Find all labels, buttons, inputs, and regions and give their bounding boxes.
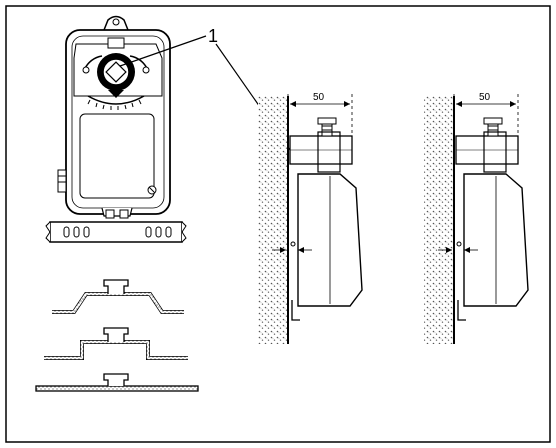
dimension-label-left: 50 [313, 92, 325, 103]
actuator-front-view [57, 15, 171, 219]
callout-number: 1 [208, 26, 218, 46]
rail-profile-u-channel [44, 327, 188, 360]
rail-profile-flat [35, 373, 199, 392]
side-view-mounting-right: 50 [424, 92, 529, 344]
side-view-mounting-left: 50 [258, 92, 363, 344]
dimension-label-right: 50 [479, 92, 491, 103]
din-rail-front [45, 221, 187, 243]
rail-profile-top-hat [52, 279, 184, 314]
